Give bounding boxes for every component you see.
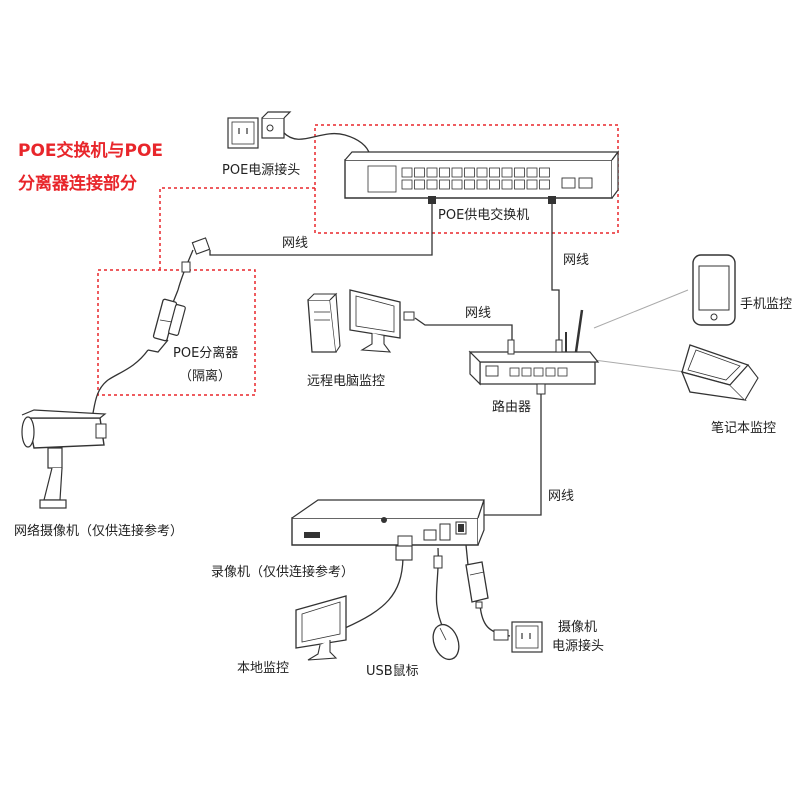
switch-port: [489, 167, 500, 178]
poe-switch-label: POE供电交换机: [438, 208, 530, 223]
local-monitor-icon: [295, 595, 347, 661]
switch-port: [451, 179, 463, 190]
switch-port: [501, 179, 513, 190]
poe-power-plug-label: POE电源接头: [222, 163, 301, 178]
nvr-to-adapter-cable: [465, 544, 469, 566]
diagram-title-line2: 分离器连接部分: [18, 174, 137, 194]
switch-port: [501, 167, 513, 178]
splitter-sublabel: （隔离）: [179, 369, 232, 384]
phone-label: 手机监控: [740, 297, 793, 312]
router-icon: [468, 309, 600, 395]
local-monitor-label: 本地监控: [237, 661, 290, 676]
phone-icon: [692, 254, 736, 326]
switch-port: [401, 179, 413, 190]
switch-port: [451, 167, 463, 178]
switch-port: [514, 179, 525, 190]
usb-mouse-label: USB鼠标: [366, 664, 419, 679]
power-adapter-icon: [465, 561, 489, 609]
switch-port: [414, 167, 425, 178]
phone-wireless-line: [593, 289, 689, 329]
poe-switch-icon: [344, 150, 620, 204]
switch-port: [464, 179, 475, 190]
cable-label-pc-router: 网线: [465, 306, 492, 321]
laptop-label: 笔记本监控: [711, 421, 777, 436]
usb-mouse-icon: [432, 555, 460, 661]
laptop-wireless-line: [593, 359, 686, 373]
cable-label-router-nvr: 网线: [548, 489, 575, 504]
switch-port: [476, 179, 488, 190]
remote-pc-label: 远程电脑监控: [307, 374, 386, 389]
poe-group-connector: [159, 187, 315, 270]
vga-connector-icon: [395, 545, 413, 561]
switch-port: [526, 179, 538, 190]
splitter-label: POE分离器: [173, 346, 239, 361]
switch-port: [426, 167, 438, 178]
cable-label-switch-router: 网线: [563, 253, 590, 268]
laptop-icon: [680, 344, 759, 401]
nvr-label: 录像机（仅供连接参考）: [211, 565, 355, 580]
poe-group-box-lower: [97, 269, 256, 396]
switch-port: [439, 179, 450, 190]
splitter-rj45-plug-icon: [191, 237, 211, 255]
ip-camera-icon: [21, 409, 107, 509]
switch-to-splitter-cable: [209, 200, 433, 256]
camera-power-socket-icon: [493, 621, 543, 653]
switch-port: [439, 167, 450, 178]
ip-camera-label: 网络摄像机（仅供连接参考）: [14, 524, 184, 539]
switch-port: [464, 167, 475, 178]
switch-port: [526, 167, 538, 178]
switch-port: [539, 179, 550, 190]
diagram-title-line1: POE交换机与POE: [18, 141, 164, 161]
switch-port: [426, 179, 438, 190]
poe-power-plug-icon: [227, 111, 292, 149]
nvr-to-monitor-cable: [344, 557, 404, 629]
switch-port: [476, 167, 488, 178]
switch-port: [414, 179, 425, 190]
poe-splitter-icon: [147, 261, 191, 353]
remote-pc-icon: [307, 289, 415, 353]
camera-power-sublabel: 电源接头: [552, 639, 605, 654]
nvr-icon: [291, 499, 485, 547]
switch-port: [401, 167, 413, 178]
switch-to-router-cable: [551, 200, 560, 352]
splitter-to-camera-cable: [91, 349, 149, 419]
switch-port: [514, 167, 525, 178]
cable-label-switch-splitter: 网线: [282, 236, 309, 251]
switch-power-cable: [282, 131, 371, 156]
router-label: 路由器: [492, 400, 532, 415]
switch-port: [539, 167, 550, 178]
camera-power-label: 摄像机: [558, 620, 598, 635]
switch-port: [489, 179, 500, 190]
